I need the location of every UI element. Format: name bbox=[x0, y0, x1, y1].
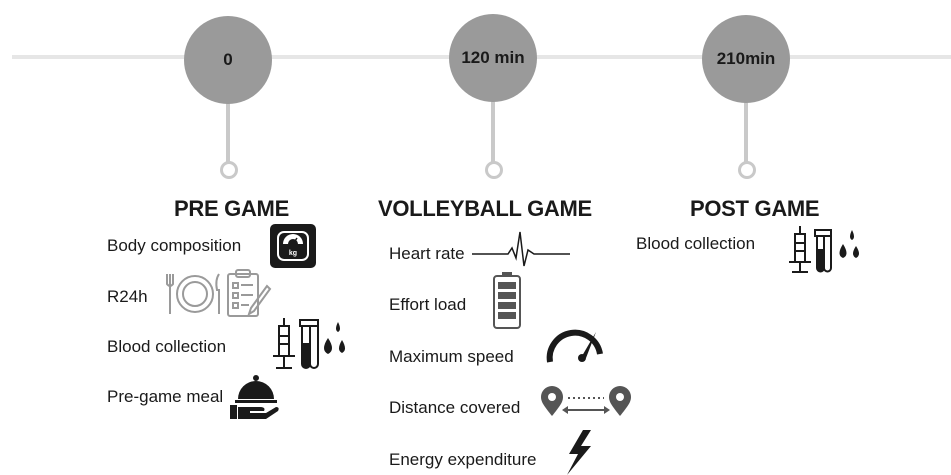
item-blood-collection: Blood collection bbox=[107, 337, 227, 356]
phase-title-volleyball-game: VOLLEYBALL GAME bbox=[378, 196, 592, 221]
time-label: 0 bbox=[223, 50, 233, 69]
timeline-stem bbox=[491, 95, 495, 163]
phase-title-post-game: POST GAME bbox=[690, 196, 820, 221]
item-r24h: R24h bbox=[107, 287, 148, 306]
phase-title-pre-game: PRE GAME bbox=[174, 196, 289, 221]
plate-cutlery-icon bbox=[166, 273, 220, 314]
clipboard-checklist-icon bbox=[227, 269, 272, 317]
timeline-stem bbox=[226, 95, 230, 163]
speedometer-icon bbox=[546, 329, 603, 363]
heartbeat-line-icon bbox=[472, 231, 570, 267]
timeline-node bbox=[220, 161, 238, 179]
lightning-icon bbox=[567, 430, 591, 475]
item-body-composition: Body composition bbox=[107, 236, 242, 255]
time-label: 120 min bbox=[461, 48, 525, 67]
item-blood-collection-post: Blood collection bbox=[636, 234, 756, 253]
timeline-node bbox=[738, 161, 756, 179]
time-marker-120: 120 min bbox=[449, 14, 537, 102]
blood-collection-icons bbox=[273, 318, 345, 369]
blood-drops-icon bbox=[839, 230, 859, 258]
test-tubes-icon bbox=[814, 229, 832, 273]
battery-icon bbox=[493, 272, 521, 329]
item-distance-covered: Distance covered bbox=[389, 398, 521, 417]
serving-cloche-icon bbox=[230, 375, 279, 419]
time-marker-210: 210min bbox=[702, 15, 790, 103]
timeline-stem bbox=[744, 95, 748, 163]
item-maximum-speed: Maximum speed bbox=[389, 347, 514, 366]
item-pre-game-meal: Pre-game meal bbox=[107, 387, 224, 406]
item-effort-load: Effort load bbox=[389, 295, 467, 314]
blood-collection-icons-post bbox=[789, 226, 859, 273]
blood-drops-icon bbox=[324, 322, 345, 354]
time-marker-0: 0 bbox=[184, 16, 272, 104]
timeline-node bbox=[485, 161, 503, 179]
svg-text:kg: kg bbox=[289, 250, 297, 257]
test-tubes-icon bbox=[299, 319, 319, 369]
time-label: 210min bbox=[716, 49, 776, 68]
syringe-icon bbox=[789, 226, 811, 273]
weighing-scale-icon: kg bbox=[270, 224, 316, 268]
item-energy-expenditure: Energy expenditure bbox=[389, 450, 537, 469]
distance-pins-icon bbox=[541, 386, 631, 416]
item-heart-rate: Heart rate bbox=[389, 244, 465, 263]
syringe-icon bbox=[273, 318, 295, 369]
